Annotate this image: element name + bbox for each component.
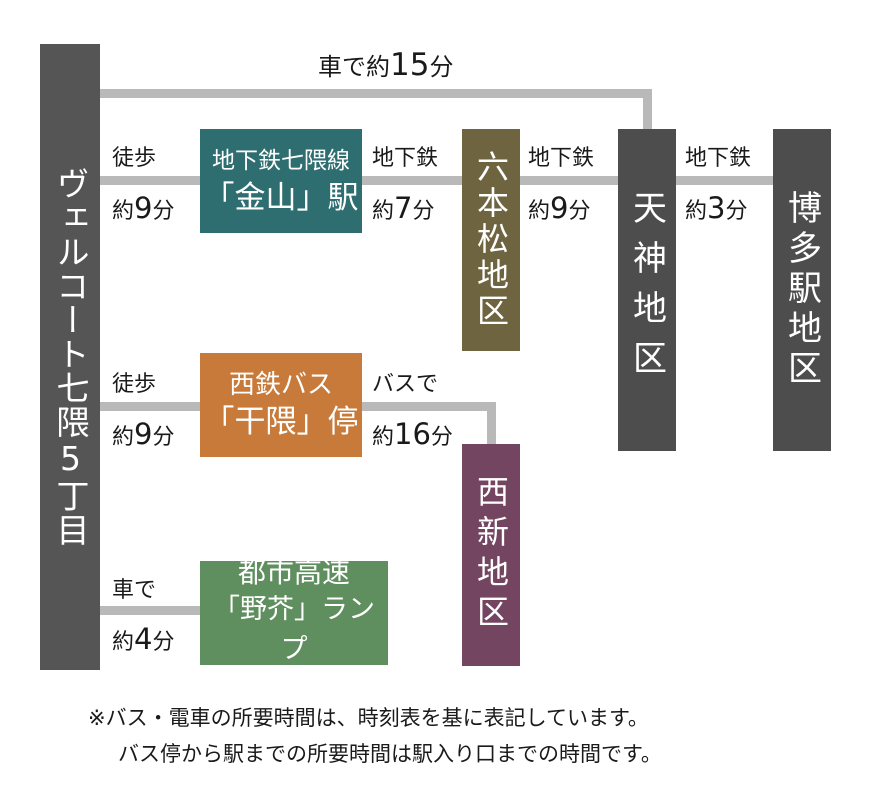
hakata-label: 博多駅地区 <box>781 190 822 390</box>
time-suffix: 分 <box>725 199 748 224</box>
roppon-tenjin-time: 約9分 <box>528 194 591 225</box>
kanayama-line-label: 地下鉄七隈線 <box>212 148 350 174</box>
top-route-label: 車で約15分 <box>318 50 454 81</box>
time-suffix: 分 <box>430 425 453 450</box>
time-prefix: 約 <box>112 425 135 450</box>
route-line-walk-kanayama <box>100 176 200 185</box>
tenjin-label: 天神地区 <box>626 190 667 390</box>
bus-nishijin-time: 約16分 <box>372 420 453 451</box>
time-suffix: 分 <box>152 425 175 450</box>
time-prefix: 約 <box>528 199 551 224</box>
bus-nishijin-mode: バスで <box>372 372 439 397</box>
highway-box: 都市高速 「野芥」ランプ <box>200 556 388 665</box>
route-line-subway-hakata <box>675 176 775 185</box>
route-line-bus-vertical <box>487 402 496 446</box>
time-prefix: 約 <box>112 630 135 655</box>
time-number: 9 <box>134 417 153 451</box>
kanayama-roppon-time: 約7分 <box>372 194 435 225</box>
ropponmatsu-box: 六本松地区 <box>462 129 520 351</box>
walk-busstop-mode: 徒歩 <box>112 372 157 397</box>
top-route-minutes: 15 <box>390 47 430 83</box>
kanayama-station-label: 「金山」駅 <box>203 180 359 216</box>
route-line-bus-horizontal <box>362 402 496 411</box>
nishijin-box: 西新地区 <box>462 444 520 666</box>
time-prefix: 約 <box>685 199 708 224</box>
footnote-line-2: バス停から駅までの所要時間は駅入り口までの時間です。 <box>118 742 662 766</box>
highway-ramp-label: 「野芥」ランプ <box>213 594 375 665</box>
tenjin-hakata-time: 約3分 <box>685 194 748 225</box>
time-prefix: 約 <box>372 425 395 450</box>
walk-busstop-time: 約9分 <box>112 420 175 451</box>
car-highway-time: 約4分 <box>112 625 175 656</box>
time-prefix: 約 <box>112 199 135 224</box>
time-number: 9 <box>134 191 153 225</box>
time-suffix: 分 <box>568 199 591 224</box>
footnote-line-1: ※バス・電車の所要時間は、時刻表を基に表記しています。 <box>88 706 649 730</box>
bus-stop-box: 西鉄バス 「干隈」停 <box>200 353 362 457</box>
time-suffix: 分 <box>152 630 175 655</box>
kanayama-station-box: 地下鉄七隈線 「金山」駅 <box>200 129 362 233</box>
route-line-car-tenjin-vertical <box>643 89 652 131</box>
time-prefix: 約 <box>372 199 395 224</box>
top-route-suffix: 分 <box>429 53 454 81</box>
time-suffix: 分 <box>412 199 435 224</box>
time-number: 16 <box>394 417 431 451</box>
route-line-walk-busstop <box>100 402 200 411</box>
bus-company-label: 西鉄バス <box>228 370 333 400</box>
origin-label: ヴェルコート七隈5丁目 <box>51 167 90 547</box>
time-number: 9 <box>550 191 569 225</box>
route-line-subway-tenjin <box>520 176 620 185</box>
time-number: 7 <box>394 191 413 225</box>
nishijin-label: 西新地区 <box>472 475 510 635</box>
top-route-prefix: 車で約 <box>318 53 390 81</box>
route-line-subway-roppon <box>362 176 464 185</box>
time-number: 3 <box>707 191 726 225</box>
walk-kanayama-time: 約9分 <box>112 194 175 225</box>
walk-kanayama-mode: 徒歩 <box>112 146 157 171</box>
hakata-box: 博多駅地区 <box>773 129 831 451</box>
kanayama-roppon-mode: 地下鉄 <box>372 146 439 171</box>
tenjin-hakata-mode: 地下鉄 <box>685 146 752 171</box>
highway-label: 都市高速 <box>237 556 350 589</box>
roppon-tenjin-mode: 地下鉄 <box>528 146 595 171</box>
time-number: 4 <box>134 622 153 656</box>
ropponmatsu-label: 六本松地区 <box>472 150 510 330</box>
bus-stop-label: 「干隈」停 <box>203 404 359 440</box>
time-suffix: 分 <box>152 199 175 224</box>
route-line-car-highway <box>100 606 200 615</box>
origin-box: ヴェルコート七隈5丁目 <box>40 44 100 670</box>
route-line-car-tenjin-horizontal <box>100 89 652 98</box>
tenjin-box: 天神地区 <box>618 129 676 451</box>
car-highway-mode: 車で <box>112 578 157 603</box>
